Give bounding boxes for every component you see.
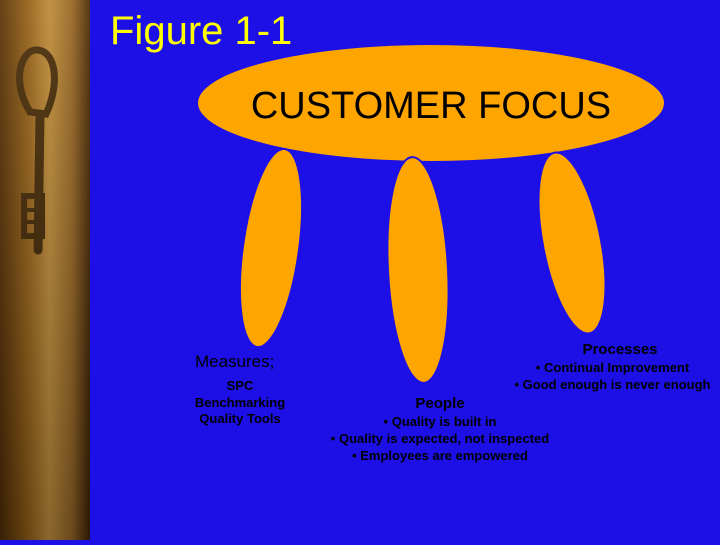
people-item: • Quality is expected, not inspected	[330, 431, 550, 446]
measures-item: Quality Tools	[199, 411, 281, 426]
customer-focus-ellipse	[196, 43, 666, 163]
customer-focus-label: CUSTOMER FOCUS	[251, 85, 611, 127]
people-item: • Employees are empowered	[352, 448, 528, 463]
people-title: People	[415, 395, 465, 412]
people-item: • Quality is built in	[383, 414, 497, 429]
processes-title: Processes	[582, 341, 658, 358]
processes-item: • Continual Improvement	[535, 360, 690, 375]
processes-pillar	[537, 151, 607, 335]
processes-item: • Good enough is never enough	[514, 377, 711, 392]
measures-title: Measures;	[195, 352, 275, 371]
slide-title: Figure 1-1	[110, 9, 293, 53]
key-image-sidebar	[0, 0, 90, 540]
measures-item: SPC	[226, 378, 254, 393]
measures-pillar	[238, 147, 304, 349]
people-pillar	[386, 156, 450, 384]
measures-item: Benchmarking	[194, 395, 286, 410]
